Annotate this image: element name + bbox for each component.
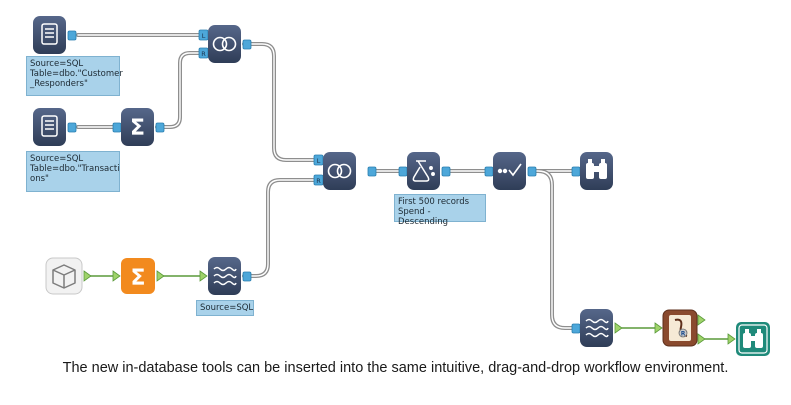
sample-flask-icon [412,160,435,182]
left-anchor-label: L [202,32,206,40]
output-anchor[interactable] [242,39,252,50]
browse-tool[interactable] [727,322,770,356]
right-anchor-label: R [201,50,206,58]
sigma-icon: Σ [130,116,145,141]
annotation-customer-responders: Source=SQL Table=dbo."Customer _Responde… [26,56,123,96]
sample-in-db-tool[interactable] [398,152,451,190]
output-anchor[interactable] [156,270,165,282]
input-anchor[interactable] [112,270,121,282]
database-connect-icon [41,115,58,137]
output-anchor[interactable] [242,271,252,282]
sigma-icon: Σ [130,266,145,291]
input-anchor[interactable] [112,122,122,133]
cube-input-icon [52,264,76,289]
output-anchor[interactable] [614,322,623,334]
summarize-in-db-tool[interactable]: Σ [112,108,165,146]
annotation-source-sql: Source=SQL [196,300,254,316]
join-in-db-tool-2[interactable]: L R [313,152,377,190]
output-anchor[interactable] [83,270,92,282]
annotation-sample: First 500 records Spend - Descending [394,194,486,227]
output-anchor-d[interactable] [697,333,706,345]
output-anchor[interactable] [67,30,77,41]
caption: The new in-database tools can be inserte… [62,360,729,376]
input-data-tool[interactable] [45,257,92,295]
data-stream-in-tool[interactable] [199,257,252,295]
svg-text:R: R [681,331,686,338]
input-anchor[interactable] [571,166,581,177]
join-venn-icon [212,36,237,52]
output-anchor[interactable] [67,122,77,133]
left-anchor-label: L [317,157,321,165]
r-tool[interactable]: R [654,309,706,347]
binoculars-icon [743,329,763,348]
filter-check-icon [497,163,522,177]
connection-join1-join2[interactable] [242,42,317,162]
connect-in-db-tool-2[interactable] [33,108,77,146]
output-anchor-o[interactable] [697,314,706,326]
right-anchor-label: R [316,177,321,185]
connection-summarize-join1[interactable] [155,51,202,129]
input-anchor[interactable] [199,270,208,282]
data-stream-out-tool[interactable] [571,309,623,347]
annotation-transactions: Source=SQL Table=dbo."Transacti ons" [26,151,120,192]
input-anchor[interactable] [727,333,736,345]
r-script-icon: R [669,315,691,341]
output-anchor[interactable] [441,166,451,177]
browse-in-db-tool[interactable] [571,152,613,190]
output-anchor[interactable] [367,166,377,177]
binoculars-icon [586,159,607,179]
output-anchor[interactable] [155,122,165,133]
database-connect-icon [41,23,58,45]
filter-in-db-tool[interactable] [484,152,537,190]
join-venn-icon [327,163,352,179]
input-anchor[interactable] [398,166,408,177]
summarize-tool[interactable]: Σ [112,258,165,294]
join-in-db-tool-1[interactable]: L R [198,25,252,63]
connect-in-db-tool-1[interactable] [33,16,77,54]
input-anchor[interactable] [484,166,494,177]
waves-write-icon [213,266,237,286]
connection-filter-streamout[interactable] [533,169,575,330]
input-anchor[interactable] [654,322,663,334]
connections [76,33,729,340]
input-anchor[interactable] [571,323,581,334]
output-anchor[interactable] [527,166,537,177]
connection-write-join2[interactable] [242,178,317,278]
waves-stream-out-icon [585,318,609,338]
